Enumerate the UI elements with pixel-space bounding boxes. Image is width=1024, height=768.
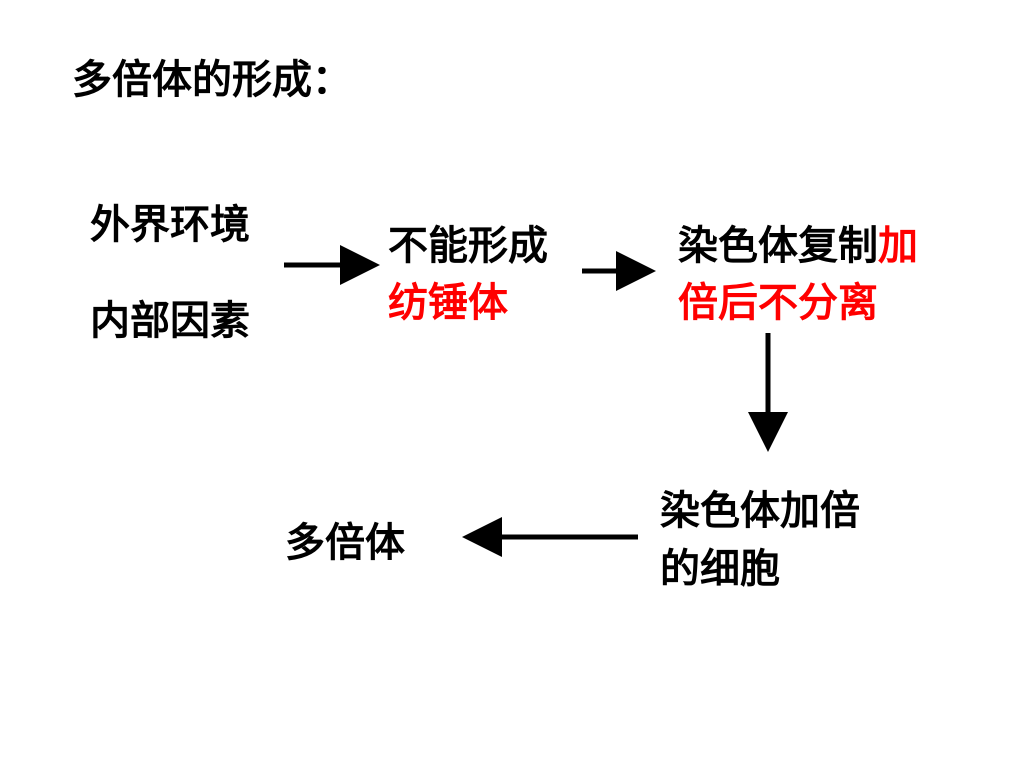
cause-environment: 外界环境 <box>90 202 250 248</box>
chromosome-node-line-2: 倍后不分离 <box>678 280 878 326</box>
chromosome-node-line-1: 染色体复制加 <box>678 218 918 274</box>
doubling-text: 加 <box>878 223 918 269</box>
cause-internal: 内部因素 <box>90 298 250 344</box>
doubled-cell-line-2: 的细胞 <box>660 546 780 592</box>
polyploid-result: 多倍体 <box>285 520 405 566</box>
no-spindle-line-2: 纺锤体 <box>388 280 508 326</box>
no-spindle-line-1: 不能形成 <box>388 223 548 269</box>
chromosome-duplicate-text: 染色体复制 <box>678 223 878 269</box>
page-title: 多倍体的形成： <box>72 57 352 103</box>
doubled-cell-line-1: 染色体加倍 <box>660 488 860 534</box>
